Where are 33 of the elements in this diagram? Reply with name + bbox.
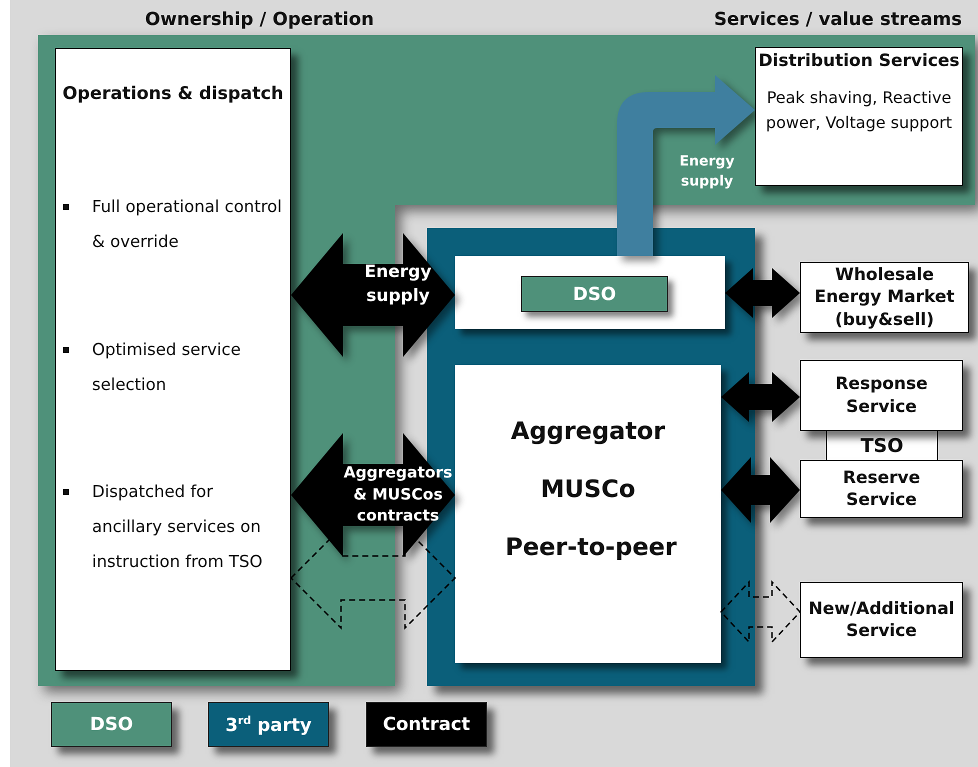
edge-label: Energy supply bbox=[364, 261, 432, 308]
service-box: Reserve Service bbox=[800, 460, 963, 518]
bullet-text: Optimised service selection bbox=[92, 339, 242, 396]
double-arrow bbox=[291, 433, 455, 557]
heading: Ownership / Operation bbox=[145, 9, 374, 30]
service-box: Wholesale Energy Market (buy&sell) bbox=[800, 262, 969, 333]
box-label: DSO bbox=[521, 276, 668, 312]
box-text: Peak shaving, Reactive power, Voltage support bbox=[764, 87, 954, 134]
edge-label: Energy supply bbox=[678, 152, 736, 191]
box-text: MUSCo bbox=[540, 475, 636, 503]
text-card bbox=[755, 47, 963, 186]
box-heading: Operations & dispatch bbox=[62, 83, 284, 106]
box-text: Peer-to-peer bbox=[504, 533, 678, 561]
panel bbox=[455, 365, 721, 663]
legend-swatch: Contract bbox=[366, 702, 487, 747]
box-heading: Distribution Services bbox=[757, 50, 961, 72]
double-arrow bbox=[725, 268, 800, 318]
arrow bbox=[617, 75, 755, 256]
service-box: Response Service bbox=[800, 360, 963, 431]
service-box: New/Additional Service bbox=[800, 582, 963, 658]
box-text: Aggregator bbox=[510, 417, 666, 445]
legend-swatch: DSO bbox=[51, 702, 172, 747]
double-arrow bbox=[721, 457, 800, 523]
text-card bbox=[55, 48, 291, 671]
double-arrow bbox=[721, 372, 800, 422]
edge-label: Aggregators & MUSCos contracts bbox=[342, 462, 454, 527]
panel bbox=[455, 256, 725, 329]
double-arrow bbox=[291, 233, 455, 357]
bullet-text: Full operational control & override bbox=[92, 196, 283, 253]
heading: Services / value streams bbox=[714, 9, 962, 30]
legend-swatch: 3$^{rd}$ party bbox=[208, 702, 329, 747]
bullet-text: Dispatched for ancillary services on instruction from TSO bbox=[92, 481, 264, 573]
dashed-double-arrow bbox=[720, 580, 802, 644]
